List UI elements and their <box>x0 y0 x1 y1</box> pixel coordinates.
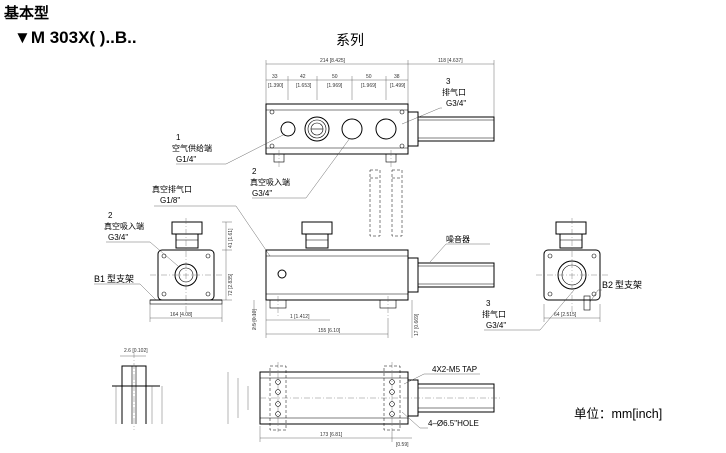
title-type: 基本型 <box>4 5 50 22</box>
callout-2b-number: 2 <box>108 211 113 220</box>
right-side-view: 64 [2.515] <box>536 218 608 322</box>
vac-exhaust-label: 真空排气口 <box>152 184 192 194</box>
dim-side-h: 17 [0.669] <box>414 313 420 336</box>
dim-seg-mm-2: 42 <box>300 74 306 80</box>
dim-front-upper: 41 [1.61] <box>228 228 234 248</box>
callout-3b-name: 排气口 <box>482 309 506 319</box>
unit-note: 单位：mm[inch] <box>574 407 663 421</box>
dim-front-base: 164 [4.08] <box>170 312 193 318</box>
callout-3b-port: G3/4" <box>486 321 506 330</box>
callout-2a-port: G3/4" <box>252 189 272 198</box>
muffler-label: 噪音器 <box>446 234 470 244</box>
dim-seg-mm-4: 50 <box>366 74 372 80</box>
callout-1-number: 1 <box>176 133 181 142</box>
b2-name: 型支架 <box>615 279 642 290</box>
dim-seg-mm-3: 50 <box>332 74 338 80</box>
bottom-plan-view: 173 [6.81] [0.59] <box>227 362 500 448</box>
callout-vacuum-left: 2 真空吸入端 G3/4" <box>104 211 179 267</box>
dim-front-d2: 155 [6.10] <box>318 328 341 334</box>
left-side-view: 164 [4.08] 41 [1.61] 72 [2.835] <box>149 218 234 322</box>
dim-seg-2: [1.653] <box>296 83 312 89</box>
b2-code: B2 <box>602 280 613 290</box>
callout-exhaust-bottom: 3 排气口 G3/4" <box>482 289 575 331</box>
dim-top-overall: 214 [8.425] <box>320 58 346 64</box>
callout-2b-port: G3/4" <box>108 233 128 242</box>
callout-2a-number: 2 <box>252 167 257 176</box>
dim-bottom-length: 173 [6.81] <box>320 432 343 438</box>
dim-side-base: 64 [2.515] <box>554 312 577 318</box>
callout-supply: 1 空气供给端 G1/4" <box>172 133 286 165</box>
callout-3a-name: 排气口 <box>442 87 466 97</box>
callout-3b-number: 3 <box>486 299 491 308</box>
callout-2b-name: 真空吸入端 <box>104 221 144 231</box>
b1-code: B1 <box>94 274 105 284</box>
callout-hole: 4–Ø6.5"HOLE <box>401 411 479 429</box>
dim-seg-4: [1.969] <box>361 83 377 89</box>
callout-1-name: 空气供给端 <box>172 143 212 153</box>
callout-3a-number: 3 <box>446 77 451 86</box>
b1-name: 型支架 <box>107 273 134 284</box>
dim-top-right: 118 [4.637] <box>438 58 463 64</box>
title-model: ▼M 303X( )..B.. <box>14 28 137 48</box>
callout-muffler: 噪音器 <box>429 234 490 263</box>
title-series: 系列 <box>336 32 364 48</box>
dim-seg-5: [1.499] <box>390 83 406 89</box>
hole-label: 4–Ø6.5"HOLE <box>428 419 479 428</box>
bracket-detail-view: 2.6 [0.102] <box>112 348 163 430</box>
bracket-projection <box>369 169 403 237</box>
callout-tap: 4X2-M5 TAP <box>403 365 480 385</box>
callout-vacuum-top: 2 真空吸入端 G3/4" <box>250 137 351 199</box>
dim-left-vert: 2.5 [0.10] <box>252 309 258 330</box>
dim-seg-3: [1.969] <box>327 83 343 89</box>
callout-exhaust-top: 3 排气口 G3/4" <box>401 77 466 125</box>
tap-label: 4X2-M5 TAP <box>432 365 477 374</box>
dim-front-height: 72 [2.835] <box>228 273 234 296</box>
dim-bottom-top: 2.6 [0.102] <box>124 348 148 354</box>
callout-2a-name: 真空吸入端 <box>250 177 290 187</box>
front-view: 真空排气口 G1/8" 1 [1.412] 155 [6.10] 2.5 [0.… <box>152 184 495 338</box>
dim-seg-mm-5: 38 <box>394 74 400 80</box>
callout-1-port: G1/4" <box>176 155 196 164</box>
top-view: 214 [8.425] 118 [4.637] 33 42 50 50 38 [… <box>265 58 495 168</box>
dim-seg-mm-1: 33 <box>272 74 278 80</box>
triangle-marker-icon: ▼ <box>14 28 31 47</box>
vac-exhaust-port: G1/8" <box>160 196 180 205</box>
callout-3a-port: G3/4" <box>446 99 466 108</box>
dim-front-d1: 1 [1.412] <box>290 314 310 320</box>
dim-bottom-right: [0.59] <box>396 442 409 448</box>
model-code: M 303X( )..B.. <box>30 28 137 47</box>
dim-seg-1: [1.390] <box>268 83 284 89</box>
